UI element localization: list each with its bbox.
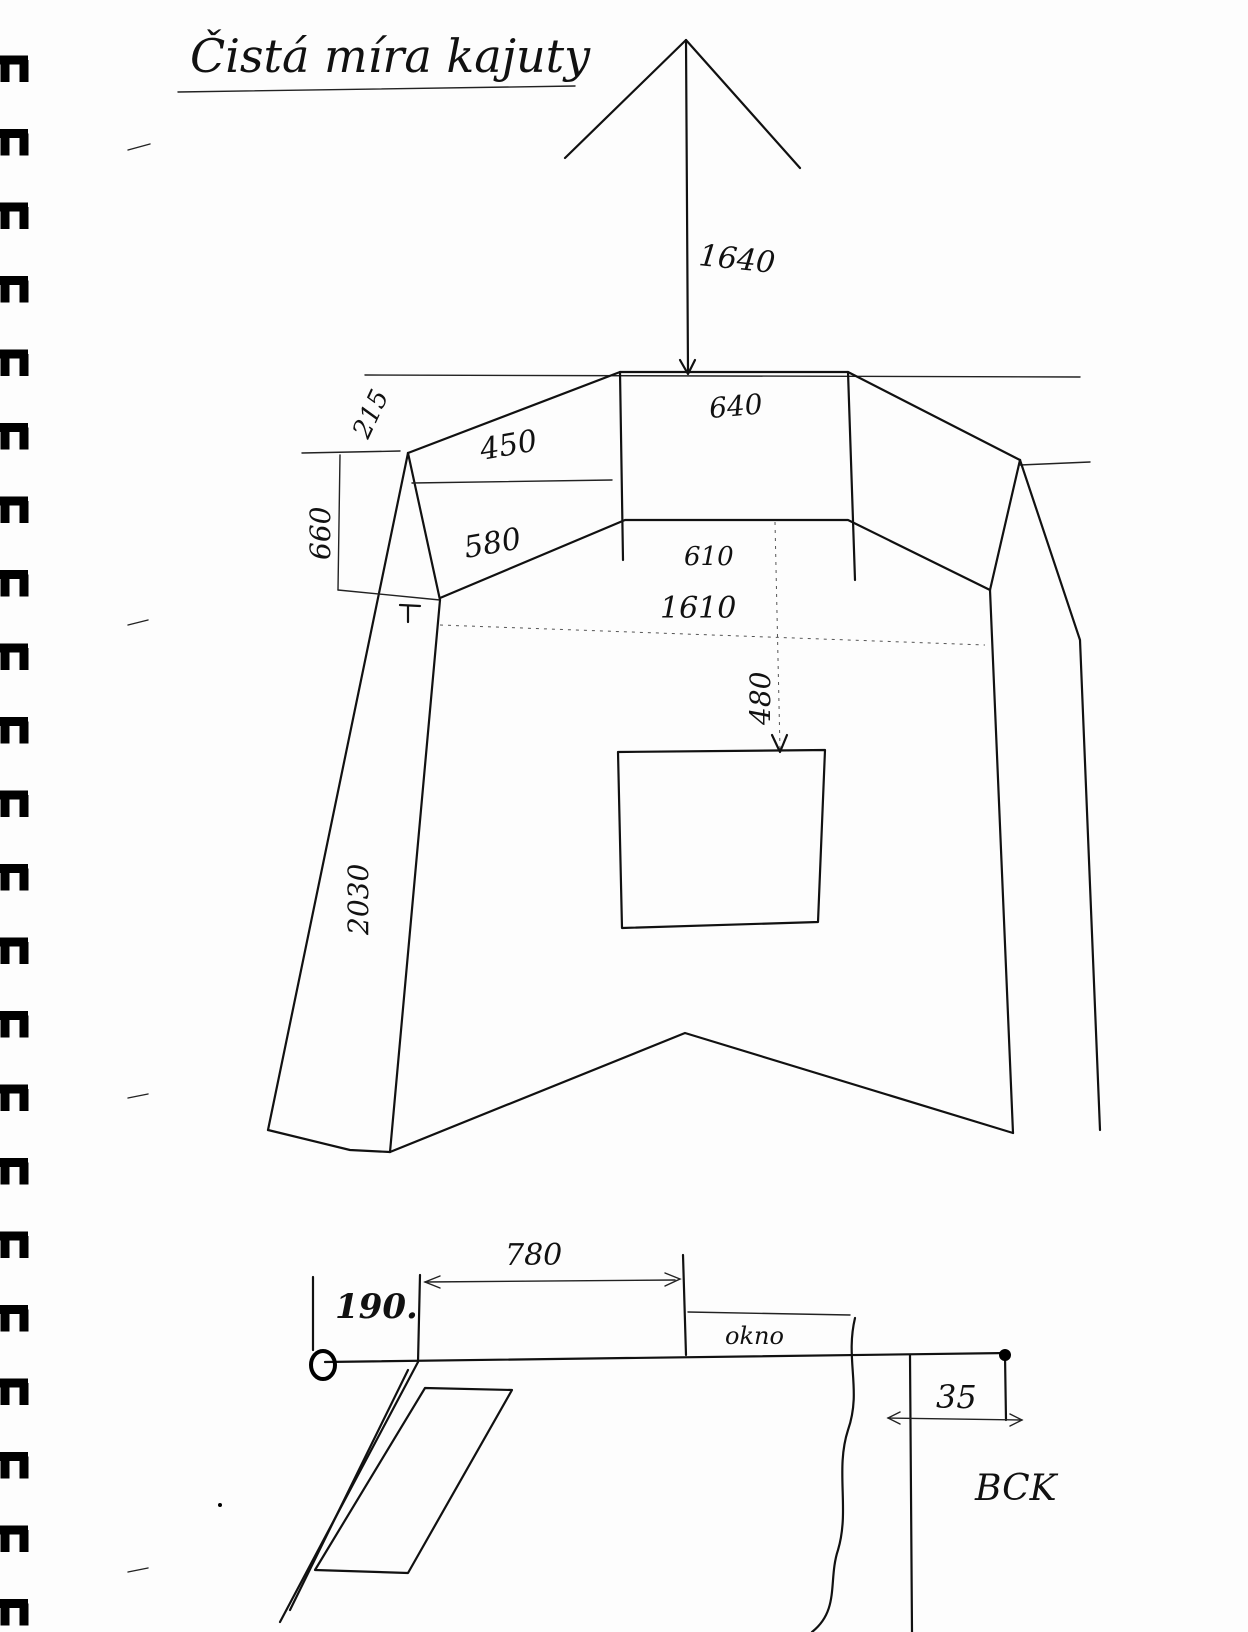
ceiling-lower-edge [438, 518, 992, 600]
wall-height-label: 2030 [342, 864, 375, 936]
right-pin-icon [999, 1349, 1011, 1361]
side-height-label: 660 [304, 507, 337, 560]
stair-outline [313, 1386, 514, 1575]
wall-right-edge [988, 588, 1015, 1135]
margin-mark-2 [127, 619, 149, 626]
binding-ring [0, 1599, 29, 1626]
stair-side-edge-inner [288, 1368, 410, 1612]
right-label: BCK [974, 1468, 1059, 1509]
window-label: okno [725, 1322, 784, 1350]
binding-ring [0, 349, 29, 376]
outer-right-edge [1018, 458, 1102, 1132]
wall-bottom-chevron [388, 1031, 1015, 1154]
bottom-left-label: 580 [461, 521, 523, 565]
span-line [424, 1279, 676, 1283]
window-offset-label: 480 [744, 672, 777, 726]
side-height-bottom-tick [337, 589, 441, 601]
binding-ring [0, 790, 29, 817]
full-width-label: 1610 [660, 591, 736, 626]
binding-ring [0, 1452, 29, 1479]
binding-ring [0, 570, 29, 597]
break-wavy-line [810, 1316, 857, 1632]
full-width-line [439, 624, 986, 646]
binding-ring [0, 864, 29, 891]
corner-offset-label: 190. [335, 1287, 418, 1327]
right-offset-label: 35 [936, 1378, 977, 1416]
ink-dot [218, 1503, 222, 1507]
page-title: Čistá míra kajuty [190, 28, 591, 83]
binding-ring [0, 1011, 29, 1038]
ridge-apex [563, 38, 802, 170]
margin-mark-4 [127, 1567, 149, 1573]
binding-ring [0, 1231, 29, 1258]
span-start-post [416, 1273, 422, 1364]
right-offset-line [887, 1417, 1023, 1421]
wall-left-edge [388, 598, 442, 1154]
right-panel-edge [988, 458, 1022, 592]
panel-divider-left [618, 370, 625, 562]
margin-mark-1 [127, 143, 151, 151]
ridge-height-arrow [684, 38, 690, 374]
title-underline [177, 85, 576, 93]
panel-divider-right [846, 370, 857, 582]
window-rectangle [616, 748, 827, 930]
left-gable-front [406, 451, 442, 602]
span-arrow-right [664, 1272, 682, 1287]
binding-ring [0, 423, 29, 450]
binding-ring [0, 717, 29, 744]
bottom-center-label: 610 [684, 542, 734, 572]
ridge-height-label: 1640 [697, 238, 777, 281]
ridge-arrow-head [678, 358, 697, 376]
binding-ring [0, 276, 29, 303]
side-height-line [337, 454, 341, 591]
window-offset-arrow [770, 733, 789, 754]
floor-line [323, 1351, 1010, 1364]
side-height-top-tick [301, 450, 401, 454]
binding-ring [0, 643, 29, 670]
right-wall [908, 1353, 914, 1632]
binding-ring [0, 1525, 29, 1552]
binding-ring [0, 129, 29, 156]
right-offset-arrow-right [1009, 1413, 1024, 1427]
binding-ring [0, 1378, 29, 1405]
ceiling-top-edge [406, 370, 1022, 462]
left-gable-back [266, 451, 410, 1132]
right-offset-arrow-left [886, 1411, 901, 1425]
top-center-label: 640 [708, 387, 764, 425]
pipe-circle-icon [309, 1349, 337, 1381]
ceiling-line [364, 374, 1081, 378]
right-post [1003, 1353, 1008, 1422]
span-arrow-left [423, 1275, 441, 1289]
small-offset-label: 215 [347, 385, 396, 444]
binding-ring [0, 1305, 29, 1332]
binding-ring [0, 1158, 29, 1185]
wall-bottom-left [266, 1128, 392, 1154]
window-offset-line [774, 521, 781, 751]
side-marker [398, 603, 422, 624]
binding-ring [0, 496, 29, 523]
binding-ring [0, 202, 29, 229]
span-to-window-label: 780 [505, 1238, 562, 1273]
binding-ring [0, 937, 29, 964]
margin-mark-3 [127, 1093, 149, 1099]
span-end-post [681, 1253, 688, 1357]
binding-ring [0, 1084, 29, 1111]
notebook-binding [0, 55, 29, 1626]
binding-ring [0, 55, 29, 82]
top-left-label: 450 [476, 423, 539, 468]
window-top-line [687, 1311, 851, 1316]
gable-width-line [411, 479, 613, 484]
right-tick [1019, 461, 1091, 466]
